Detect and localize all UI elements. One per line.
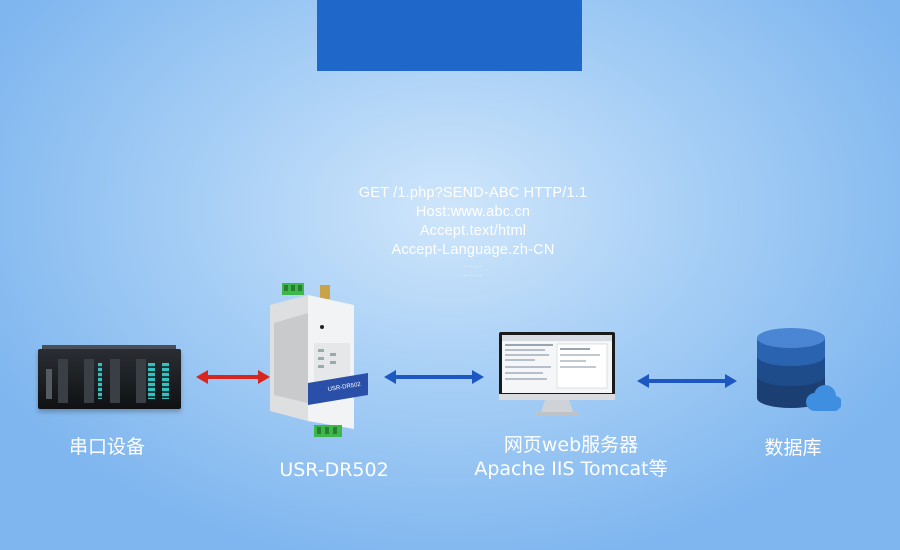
header-banner bbox=[317, 0, 582, 71]
http-request-text: GET /1.php?SEND-ABC HTTP/1.1 Host:www.ab… bbox=[330, 184, 616, 278]
cloud-icon bbox=[806, 385, 841, 411]
dr502-module-icon: USR-DR502 bbox=[270, 283, 368, 437]
svg-text:USR-DR502: USR-DR502 bbox=[327, 382, 362, 393]
http-request-line: GET /1.php?SEND-ABC HTTP/1.1 bbox=[358, 185, 588, 201]
ellipsis-dots: ...... bbox=[463, 269, 483, 278]
bidirectional-arrow-red bbox=[196, 370, 270, 384]
web-server-title: 网页web服务器 bbox=[503, 434, 639, 456]
serial-device-label: 串口设备 bbox=[68, 436, 145, 458]
bidirectional-arrow-blue bbox=[384, 370, 484, 384]
web-server-label: 网页web服务器 Apache IIS Tomcat等 bbox=[450, 433, 692, 481]
monitor-icon bbox=[499, 332, 615, 416]
bidirectional-arrow-blue bbox=[637, 374, 737, 388]
ellipsis-dots: ...... bbox=[463, 260, 483, 269]
web-server-examples: Apache IIS Tomcat等 bbox=[474, 458, 668, 480]
gateway-label: USR-DR502 bbox=[279, 459, 389, 481]
http-host-line: Host:www.abc.cn bbox=[415, 204, 531, 220]
http-language-line: Accept-Language.zh-CN bbox=[391, 242, 555, 258]
plc-device-icon bbox=[38, 345, 181, 411]
database-icon bbox=[757, 328, 841, 411]
http-accept-line: Accept.text/html bbox=[419, 223, 527, 239]
database-label: 数据库 bbox=[764, 437, 822, 459]
